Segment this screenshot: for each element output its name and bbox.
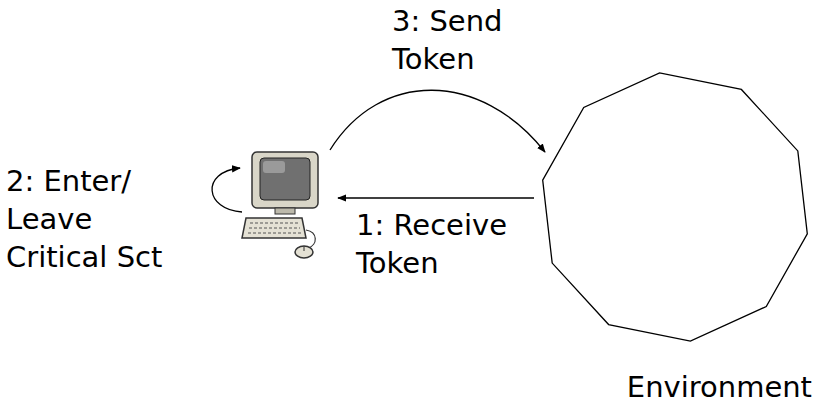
computer-icon: [242, 152, 318, 258]
send-arrow: [330, 90, 545, 152]
receive-arrow: [338, 197, 534, 198]
decagon-outline: [530, 48, 816, 406]
decagon-shape: [543, 73, 808, 341]
step-label: 3: Send Token: [392, 2, 517, 78]
node-heading: Environment: [627, 370, 812, 404]
loop-arrow: [212, 168, 242, 212]
step-label: 1: Receive Token: [356, 206, 521, 282]
environment-region: Environment: [530, 48, 816, 406]
step-label: 2: Enter/ Leave Critical Sct: [6, 162, 184, 276]
